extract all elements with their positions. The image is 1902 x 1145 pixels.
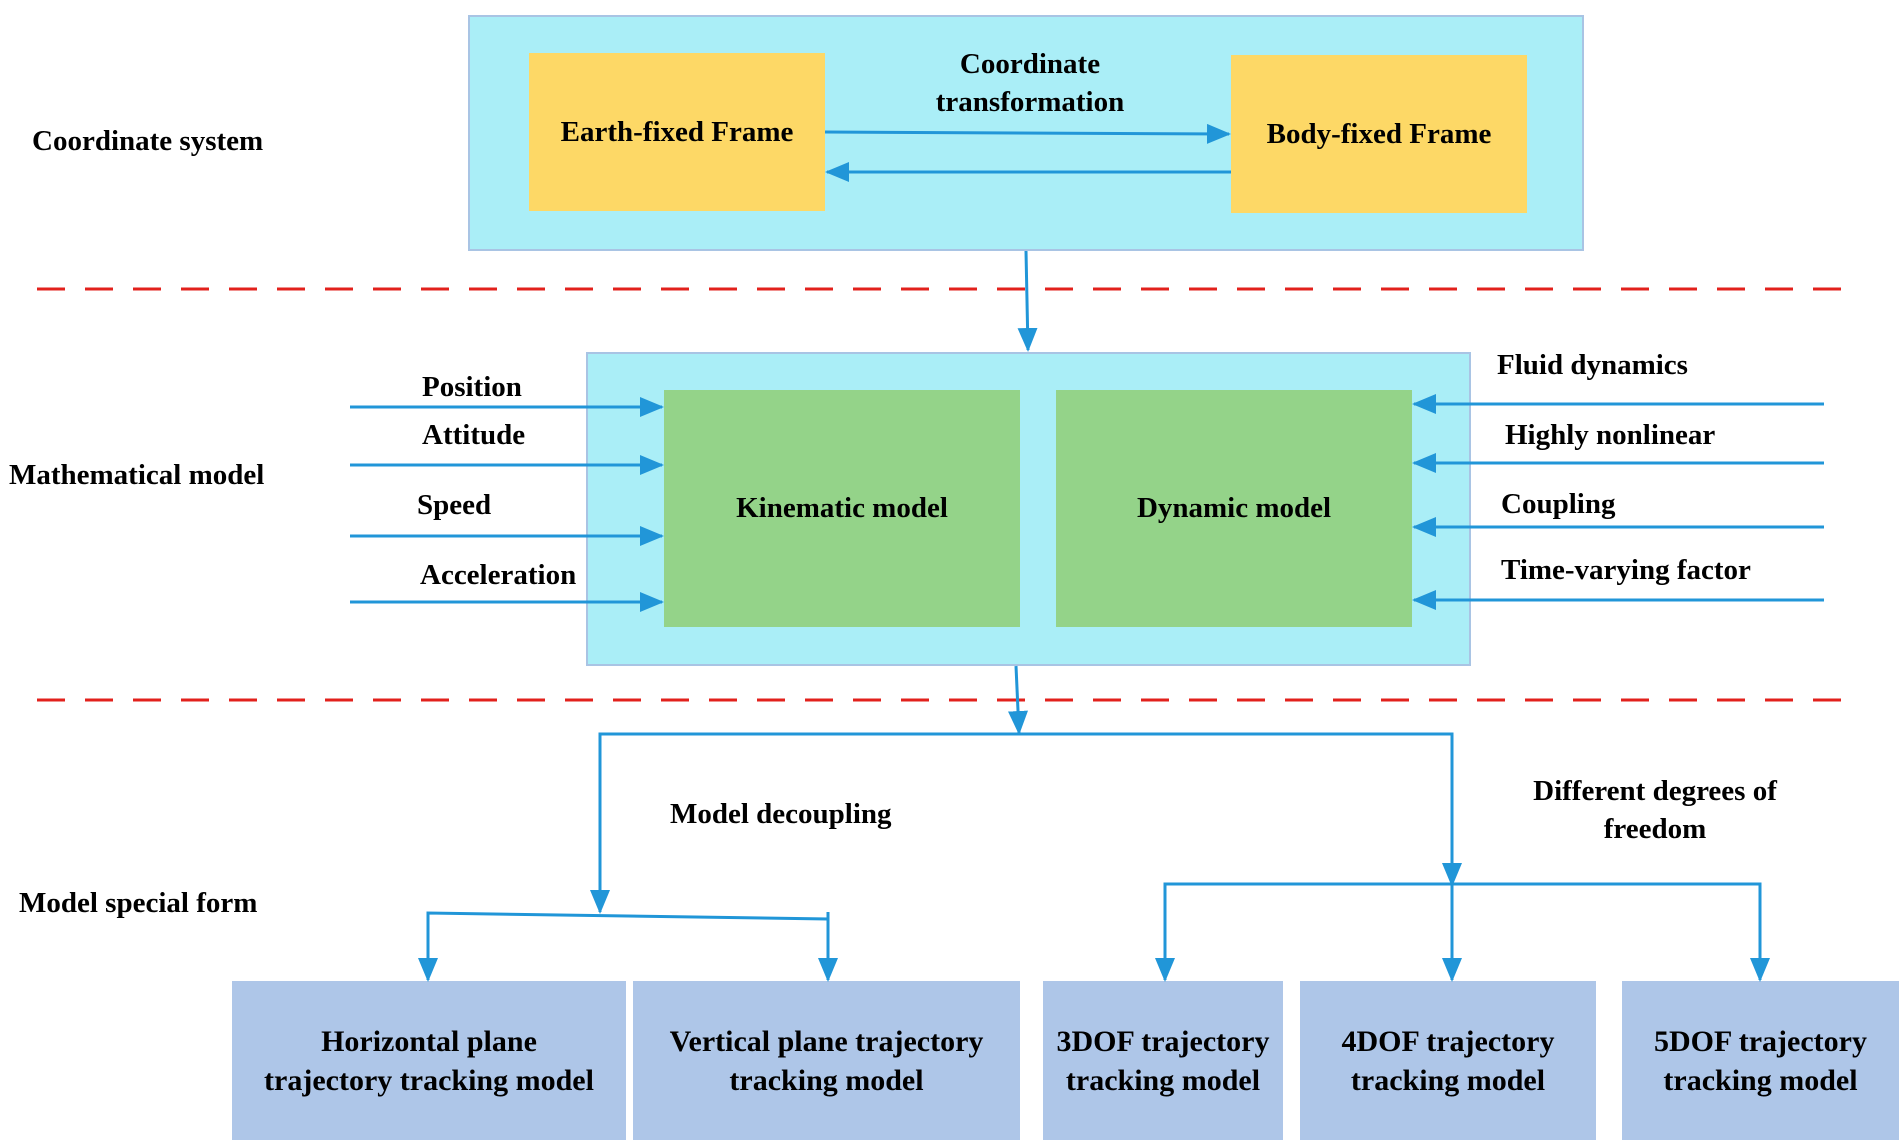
output-label-line: tracking model [1663,1063,1858,1097]
output-box-horizontal: Horizontal plane trajectory tracking mode… [232,981,626,1140]
output-label-line: 3DOF trajectory [1056,1024,1270,1058]
input-label-highly-nonlinear: Highly nonlinear [1505,419,1716,451]
input-label-fluid-dynamics: Fluid dynamics [1497,349,1688,381]
output-box-vertical: Vertical plane trajectory tracking model [633,981,1020,1140]
body-fixed-frame-label: Body-fixed Frame [1266,117,1492,150]
dynamic-model-label: Dynamic model [1136,492,1332,524]
input-label-attitude: Attitude [422,419,526,451]
dof-label: Different degrees of freedom [1480,772,1830,848]
dof-split [1163,882,1762,980]
input-label-coupling: Coupling [1501,488,1616,520]
section-label-coordinate-system: Coordinate system [32,125,264,157]
output-box-4dof: 4DOF trajectory tracking model [1300,981,1596,1140]
earth-fixed-frame-box: Earth-fixed Frame [529,53,825,211]
output-label-line: 4DOF trajectory [1341,1024,1555,1058]
output-label-line: Horizontal plane [321,1024,537,1058]
transformation-line: Coordinate [959,48,1101,80]
dof-label-line: freedom [1603,813,1707,845]
output-label-line: tracking model [729,1063,924,1097]
dof-label-line: Different degrees of [1533,775,1777,807]
earth-fixed-frame-label: Earth-fixed Frame [560,115,794,148]
body-fixed-frame-box: Body-fixed Frame [1231,55,1527,213]
output-box-3dof: 3DOF trajectory tracking model [1043,981,1283,1140]
transformation-line: transformation [935,86,1125,118]
output-label-line: Vertical plane trajectory [669,1024,984,1058]
output-label-line: 5DOF trajectory [1654,1024,1867,1058]
output-label-line: tracking model [1065,1063,1261,1097]
model-decoupling-label: Model decoupling [670,798,892,830]
section-label-mathematical-model: Mathematical model [9,459,265,491]
coordinate-transformation-label: Coordinate transformation [900,45,1160,121]
dynamic-model-box: Dynamic model [1056,390,1412,627]
output-label-line: trajectory tracking model [264,1063,594,1097]
kinematic-model-box: Kinematic model [664,390,1020,627]
section-label-model-special-form: Model special form [19,887,258,919]
kinematic-model-label: Kinematic model [736,492,948,524]
flow-arrow-down [1017,250,1038,352]
flow-arrow-down [1008,665,1029,735]
input-label-position: Position [422,371,522,403]
input-label-acceleration: Acceleration [420,559,577,591]
transform-arrow-right [824,123,1231,144]
output-label-line: tracking model [1350,1063,1546,1097]
branch-connector [598,732,1454,753]
input-label-time-varying: Time-varying factor [1501,554,1751,586]
output-box-5dof: 5DOF trajectory tracking model [1622,981,1899,1140]
decoupling-split [426,911,830,980]
input-label-speed: Speed [417,489,492,521]
